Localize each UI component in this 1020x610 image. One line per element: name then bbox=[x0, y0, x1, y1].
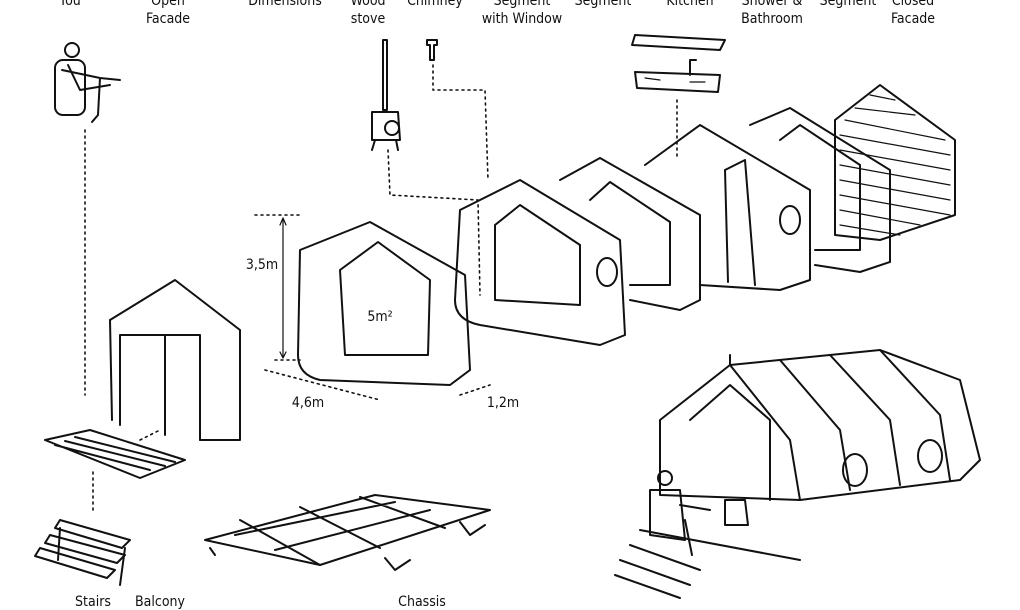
label-wood-stove: Wood stove bbox=[350, 0, 385, 28]
shower-bathroom-segment-drawing bbox=[749, 107, 891, 273]
dimension-height: 3,5m bbox=[245, 257, 279, 273]
label-segment: Segment bbox=[575, 0, 632, 10]
segment-with-window-drawing bbox=[454, 179, 626, 346]
kitchen-drawing bbox=[631, 34, 726, 93]
label-segment-with-window: Segment with Window bbox=[482, 0, 562, 28]
label-line: Dimensions bbox=[248, 0, 322, 9]
label-kitchen: Kitchen bbox=[666, 0, 713, 10]
dimension-width: 4,6m bbox=[291, 395, 325, 411]
label-line: Facade bbox=[145, 11, 191, 27]
chimney-drawing bbox=[426, 39, 438, 61]
label-line: Segment bbox=[493, 0, 551, 9]
label-shower-bathroom: Shower & Bathroom bbox=[741, 0, 803, 28]
dimension-area: 5m² bbox=[367, 309, 393, 325]
chassis-drawing bbox=[204, 494, 491, 571]
label-line: Kitchen bbox=[666, 0, 714, 9]
kitchen-segment-drawing bbox=[644, 124, 811, 291]
label-line: You bbox=[59, 0, 81, 9]
label-dimensions: Dimensions bbox=[248, 0, 322, 10]
closed-facade-drawing bbox=[834, 84, 956, 241]
label-line: Segment bbox=[574, 0, 632, 9]
label-chimney: Chimney bbox=[407, 0, 463, 10]
label-balcony: Balcony bbox=[135, 594, 185, 610]
label-you: You bbox=[59, 0, 81, 10]
balcony-drawing bbox=[44, 429, 186, 479]
label-line: Bathroom bbox=[741, 11, 803, 27]
stairs-drawing bbox=[34, 519, 131, 586]
label-line: Open bbox=[151, 0, 185, 9]
label-line: Segment bbox=[819, 0, 877, 9]
label-line: Chimney bbox=[407, 0, 463, 9]
assembled-house-drawing bbox=[614, 349, 981, 599]
label-line: Facade bbox=[890, 11, 936, 27]
person-in-chair-icon bbox=[54, 42, 121, 123]
label-line: Wood bbox=[350, 0, 386, 9]
label-line: with Window bbox=[481, 11, 563, 27]
label-line: stove bbox=[350, 11, 386, 27]
arrow-balcony bbox=[139, 429, 161, 441]
arrow-stove bbox=[387, 149, 481, 296]
label-line: Shower & bbox=[741, 0, 803, 9]
dimension-depth: 1,2m bbox=[486, 395, 520, 411]
label-segment-2: Segment bbox=[820, 0, 877, 10]
open-facade-drawing bbox=[109, 279, 241, 441]
wood-stove-drawing bbox=[371, 39, 401, 151]
label-chassis: Chassis bbox=[398, 594, 446, 610]
label-line: Closed bbox=[891, 0, 935, 9]
dimension-segment-drawing bbox=[254, 214, 491, 401]
label-stairs: Stairs bbox=[75, 594, 111, 610]
arrow-chimney bbox=[432, 64, 489, 181]
